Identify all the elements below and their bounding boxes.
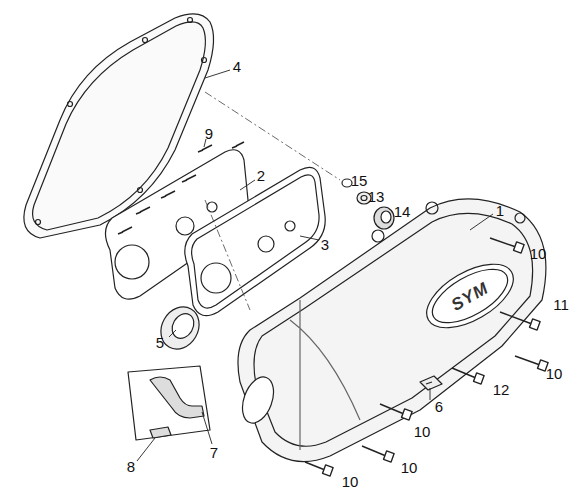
- bolts: [305, 238, 548, 476]
- callout-number: 15: [351, 173, 368, 188]
- washers: [342, 179, 394, 229]
- callout-number: 10: [342, 474, 359, 489]
- leader-lines: [137, 70, 493, 461]
- oil-seal: [153, 300, 206, 356]
- callout-number: 10: [414, 424, 431, 439]
- callout-number: 5: [156, 335, 164, 350]
- clip: [420, 376, 442, 390]
- crankcase-cover: [237, 199, 546, 462]
- callout-number: 13: [368, 189, 385, 204]
- callout-number: 10: [546, 366, 563, 381]
- callout-number: 7: [210, 445, 218, 460]
- callout-number: 3: [321, 237, 329, 252]
- callout-number: 8: [127, 459, 135, 474]
- center-line: [205, 200, 250, 310]
- callout-number: 12: [493, 382, 510, 397]
- inset-box: [128, 366, 210, 440]
- screws: [118, 142, 244, 234]
- callout-number: 10: [530, 246, 547, 261]
- callout-number: 1: [496, 203, 504, 218]
- callout-number: 6: [435, 399, 443, 414]
- center-line: [205, 92, 340, 180]
- callout-number: 9: [205, 126, 213, 141]
- callout-number: 14: [394, 204, 411, 219]
- callout-number: 11: [553, 297, 569, 312]
- callout-number: 4: [233, 59, 241, 74]
- callout-number: 2: [257, 168, 265, 183]
- plate-gasket: [185, 167, 325, 315]
- callout-number: 10: [401, 460, 418, 475]
